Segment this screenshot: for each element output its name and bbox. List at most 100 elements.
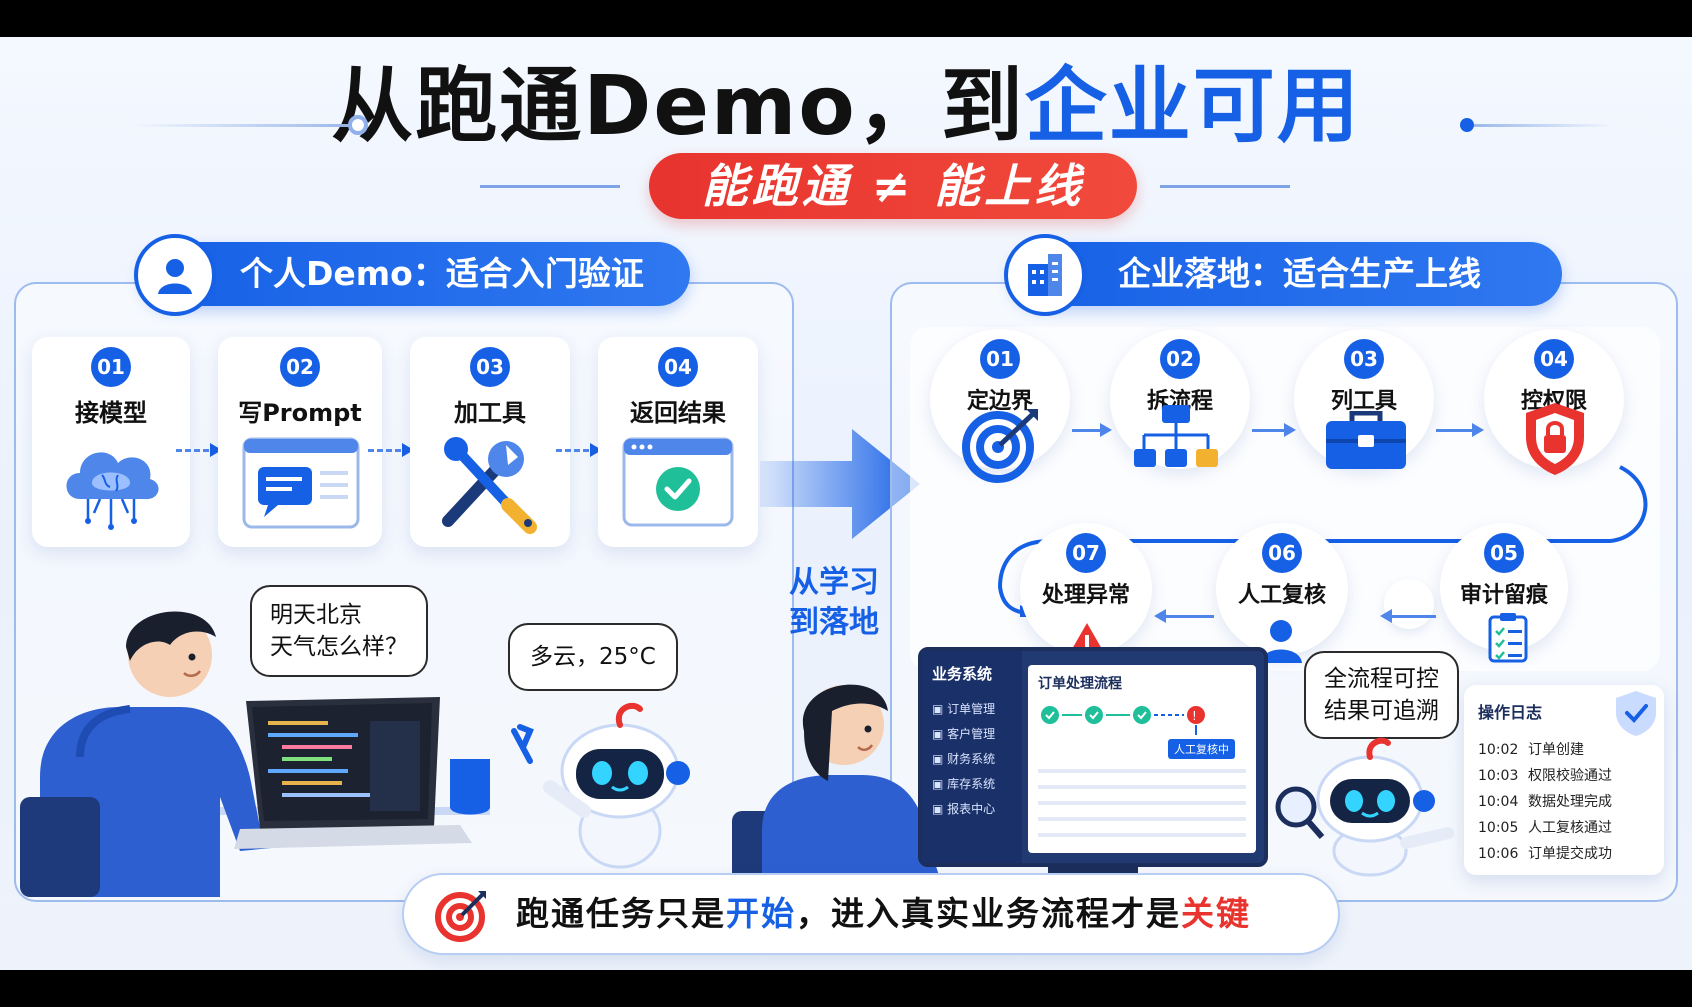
robot-auditor-icon	[1275, 737, 1454, 877]
flow-arrow	[1436, 423, 1484, 437]
bubble-line: 明天北京	[270, 602, 362, 628]
personal-step-card: 04 返回结果	[598, 337, 758, 547]
shield-lock-icon	[1526, 403, 1584, 475]
log-text: 人工复核通过	[1528, 820, 1612, 836]
person-icon	[1260, 620, 1302, 663]
title-deco-dot-left	[348, 115, 368, 135]
developer-illustration	[20, 611, 490, 897]
svg-text:!: !	[1192, 709, 1197, 723]
subtitle-pill: 能跑通 ≠ 能上线	[649, 153, 1137, 219]
target-arrow-icon	[435, 891, 486, 942]
step-number: 02	[1160, 339, 1200, 379]
transition-line: 到落地	[789, 605, 879, 640]
bot-answer-bubble: 多云，25°C	[508, 623, 678, 691]
log-time: 10:02	[1478, 742, 1519, 758]
log-time: 10:03	[1478, 768, 1519, 784]
monitor-main: 订单处理流程 ! 人工复核中	[1028, 665, 1256, 853]
step-label: 加工具	[454, 399, 526, 427]
sidebar-item-label: 客户管理	[947, 727, 996, 741]
step-number: 03	[1344, 339, 1384, 379]
table-line	[1038, 833, 1246, 837]
order-flow-diagram: !	[1041, 706, 1205, 735]
log-time: 10:05	[1478, 820, 1519, 836]
table-line	[1038, 801, 1246, 805]
flow-arrow	[368, 443, 414, 457]
log-title: 操作日志	[1478, 703, 1543, 722]
bubble-line: 天气怎么样？	[270, 634, 408, 660]
flow-arrow	[1380, 609, 1436, 623]
bubble-line: 结果可追溯	[1324, 698, 1439, 724]
enterprise-bot-bubble: 全流程可控 结果可追溯	[1304, 651, 1459, 739]
enterprise-title: 企业落地：适合生产上线	[1118, 254, 1481, 293]
step-label: 人工复核	[1237, 583, 1326, 608]
table-line	[1038, 785, 1246, 789]
personal-demo-header: 个人Demo：适合入门验证	[134, 234, 690, 316]
step-label: 列工具	[1330, 389, 1397, 414]
sidebar-item: ▣ 订单管理	[932, 702, 996, 716]
subtitle-deco-line-left	[480, 185, 620, 188]
review-tag: 人工复核中	[1168, 739, 1235, 759]
step-label: 写Prompt	[238, 399, 362, 427]
sidebar-item: ▣ 报表中心	[932, 802, 996, 816]
title-part1: 从跑通Demo，到	[331, 59, 1025, 154]
message-highlight-red: 关键	[1181, 894, 1251, 933]
check-window-icon	[622, 437, 734, 527]
flow-arrow	[556, 443, 602, 457]
flow-arrow	[1072, 423, 1112, 437]
monitor-stand	[1048, 867, 1138, 875]
log-row: 10:05 人工复核通过	[1478, 817, 1612, 837]
sidebar-item: ▣ 库存系统	[932, 777, 996, 791]
target-icon	[962, 409, 1038, 483]
monitor-sidebar-title: 业务系统	[932, 665, 993, 683]
cloud-brain-icon	[66, 452, 159, 530]
sidebar-item-label: 订单管理	[947, 702, 996, 716]
step-number: 03	[470, 347, 510, 387]
step-number: 05	[1484, 533, 1524, 573]
message-part: ，进入真实业务流程才是	[796, 894, 1181, 933]
transition-arrow-icon	[760, 429, 920, 539]
log-time: 10:04	[1478, 794, 1519, 810]
message-highlight-blue: 开始	[726, 894, 796, 933]
bubble-line: 全流程可控	[1324, 666, 1439, 692]
monitor-sidebar: 业务系统 ▣ 订单管理 ▣ 客户管理 ▣ 财务系统 ▣ 库存系统 ▣ 报表中心	[922, 651, 1022, 863]
enterprise-step: 02 拆流程	[1110, 329, 1250, 469]
flow-arrow	[176, 443, 222, 457]
personal-demo-title: 个人Demo：适合入门验证	[240, 254, 644, 293]
enterprise-step: 04 控权限	[1484, 329, 1624, 469]
flowchart-icon	[1134, 405, 1218, 467]
message-part: 跑通任务只是	[516, 894, 726, 933]
infographic-canvas: 从跑通Demo，到企业可用 能跑通 ≠ 能上线 个人Demo：适合入门验证 01…	[0, 37, 1692, 970]
log-time: 10:06	[1478, 846, 1519, 862]
title-deco-dot-right	[1460, 118, 1474, 132]
flow-node	[1384, 579, 1434, 629]
user-question-bubble: 明天北京 天气怎么样？	[250, 585, 428, 677]
sidebar-item: ▣ 客户管理	[932, 727, 996, 741]
log-text: 订单创建	[1528, 742, 1584, 758]
flow-arrow	[1252, 423, 1296, 437]
log-row: 10:04 数据处理完成	[1478, 791, 1612, 811]
personal-step-card: 03 加工具	[410, 337, 570, 547]
step-label: 审计留痕	[1459, 583, 1548, 608]
key-message-banner: 跑通任务只是开始，进入真实业务流程才是关键	[402, 873, 1340, 955]
title-deco-line-right	[1474, 124, 1614, 127]
step-number: 01	[91, 347, 131, 387]
sidebar-item-label: 报表中心	[947, 802, 996, 816]
sidebar-item-label: 财务系统	[947, 752, 996, 766]
step-number: 04	[1534, 339, 1574, 379]
chat-window-icon	[242, 437, 360, 529]
shield-check-icon	[1616, 691, 1656, 736]
flow-arrow	[1154, 609, 1214, 623]
sidebar-item-label: 库存系统	[947, 777, 996, 791]
log-text: 数据处理完成	[1528, 794, 1612, 810]
business-user-illustration	[732, 684, 942, 903]
page-title: 从跑通Demo，到企业可用	[0, 59, 1692, 155]
wrench-screwdriver-icon	[442, 437, 537, 534]
step-number: 02	[280, 347, 320, 387]
table-line	[1038, 769, 1246, 773]
title-highlight: 企业可用	[1024, 59, 1361, 154]
key-message-text: 跑通任务只是开始，进入真实业务流程才是关键	[516, 875, 1251, 953]
subtitle-deco-line-right	[1160, 185, 1290, 188]
log-row: 10:02 订单创建	[1478, 739, 1584, 759]
